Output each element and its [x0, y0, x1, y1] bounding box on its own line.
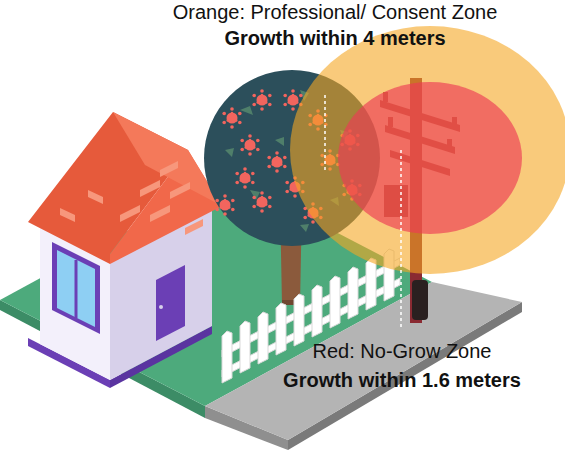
tree: [235, 167, 254, 189]
zone-circles: [290, 26, 565, 330]
fence: [240, 321, 250, 373]
zone-heading: Red: No-Grow Zone: [313, 339, 492, 363]
house: [170, 182, 190, 199]
house: [159, 305, 163, 309]
fence: [348, 267, 358, 319]
house: [52, 242, 100, 334]
tree: [267, 151, 286, 173]
zone-circles: [324, 95, 326, 170]
sidewalk: [205, 282, 522, 450]
zone-distance: Growth within 4 meters: [224, 26, 445, 50]
house: [150, 205, 170, 222]
house: [156, 265, 185, 341]
zone-circles: [400, 150, 402, 330]
house: [140, 180, 160, 197]
fence: [276, 303, 286, 355]
house: [88, 190, 103, 204]
tree: [252, 89, 271, 111]
fence: [312, 285, 322, 337]
house: [28, 112, 222, 388]
house: [120, 205, 140, 222]
fence: [330, 276, 340, 328]
zone-circles: [338, 82, 522, 234]
zone-circles: [290, 26, 565, 274]
house: [57, 250, 95, 327]
utility-pole: [412, 280, 428, 320]
tree: [252, 191, 271, 213]
house: [60, 208, 75, 222]
tree: [240, 134, 259, 156]
house: [185, 219, 203, 235]
fence: [294, 294, 304, 346]
tree: [215, 194, 234, 216]
house: [75, 260, 78, 318]
fence: [222, 249, 400, 383]
house: [160, 161, 178, 177]
fence: [222, 331, 232, 383]
fence: [366, 258, 376, 310]
zone-distance: Growth within 1.6 meters: [283, 368, 521, 392]
fence: [258, 312, 268, 364]
zone-heading: Orange: Professional/ Consent Zone: [173, 0, 498, 24]
tree: [222, 107, 241, 129]
